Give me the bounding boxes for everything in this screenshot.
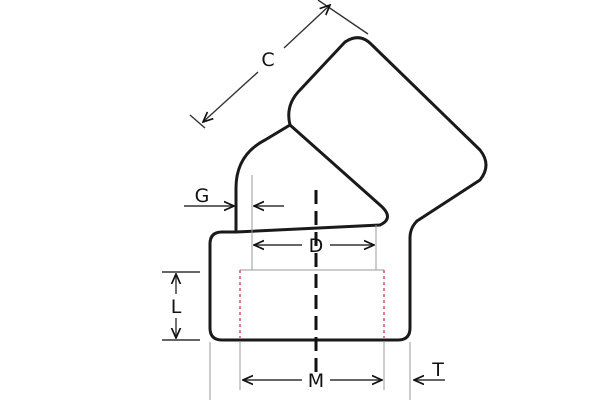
angled-socket-outline	[234, 36, 488, 234]
dimension-g: G	[184, 185, 284, 207]
dimension-label-m: M	[308, 370, 324, 392]
socket-body-outline	[208, 219, 419, 342]
c-arrow-lower	[203, 71, 259, 122]
dimension-label-g: G	[195, 185, 210, 207]
c-extension-right	[317, 0, 369, 35]
dimension-d: D	[254, 235, 374, 257]
dimension-label-c: C	[261, 49, 274, 71]
dimension-label-t: T	[431, 359, 444, 381]
inner-lines	[239, 175, 385, 338]
dimension-label-d: D	[309, 235, 324, 257]
dimension-c: C	[189, 0, 369, 129]
c-extension-left	[189, 114, 206, 129]
dimension-m: M	[209, 342, 385, 400]
dimension-t: T	[409, 342, 445, 400]
dimension-label-l: L	[171, 296, 182, 318]
c-arrow-upper	[283, 5, 330, 49]
fitting-outline	[208, 36, 488, 342]
dimension-l: L	[162, 271, 200, 341]
inner-notch-outline	[234, 123, 389, 234]
